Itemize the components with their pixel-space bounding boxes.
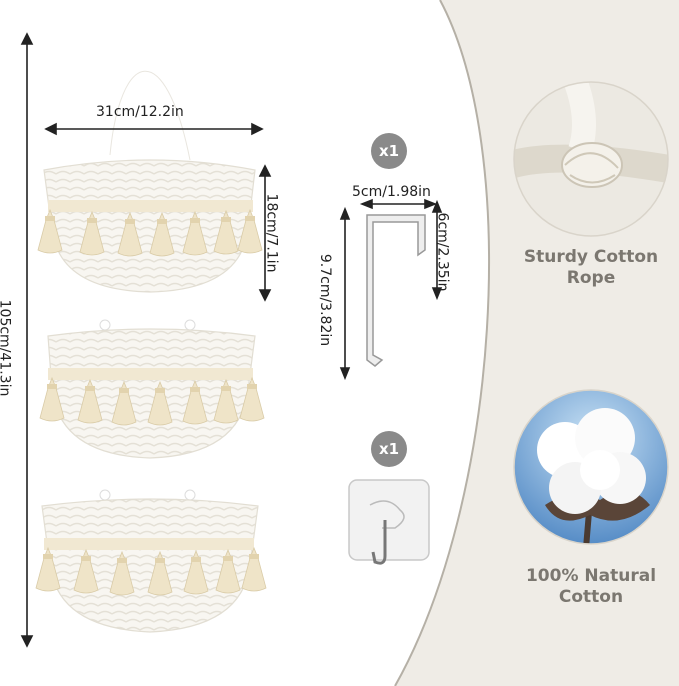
basket-bottom [35,498,267,633]
feature-caption-rope: Sturdy Cotton Rope [511,247,671,289]
rope-knot-icon [514,82,668,236]
dimension-arrows [20,32,443,648]
feature-caption-cotton-line2: Cotton [558,587,624,607]
adhesive-hook [348,479,430,565]
basket-top [37,159,263,293]
feature-caption-cotton-line1: 100% Natural [525,566,657,586]
door-hook-quantity-badge: x1 [371,133,407,169]
feature-caption-cotton: 100% Natural Cotton [511,566,671,608]
basket-width-label: 31cm/12.2in [96,104,184,120]
basket-middle [39,328,265,459]
hook-width-label: 5cm/1.98in [352,184,431,200]
adhesive-hook-quantity-badge: x1 [371,431,407,467]
feature-caption-rope-line1: Sturdy Cotton [523,247,659,267]
feature-caption-rope-line2: Rope [566,268,616,288]
cotton-boll-icon [514,390,668,544]
door-hook [366,214,426,367]
